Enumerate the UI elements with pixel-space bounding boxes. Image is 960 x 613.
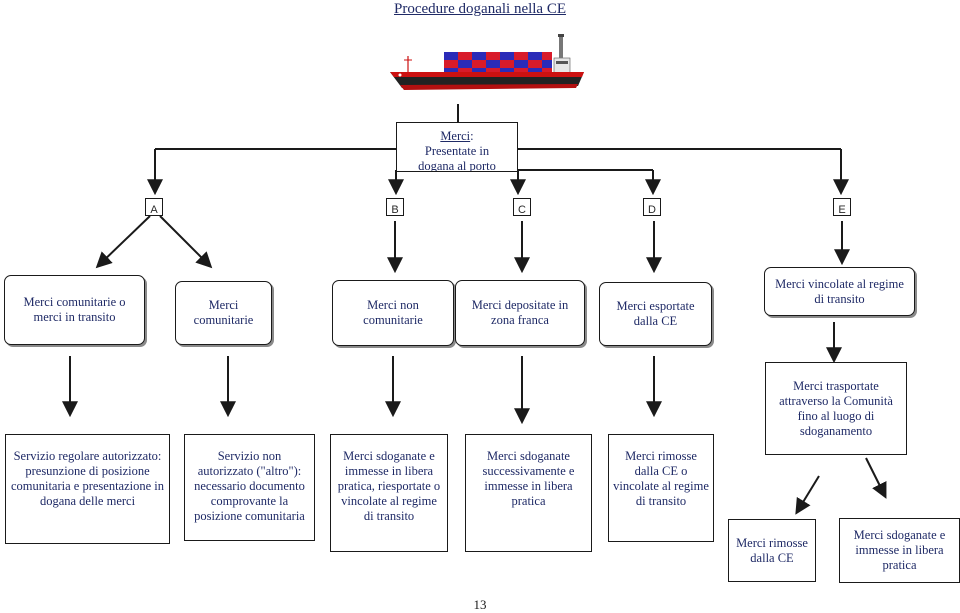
node-d-merci-esportate: Merci esportate dalla CE	[599, 282, 712, 346]
letter-box-e: E	[833, 198, 851, 216]
node-e-merci-trasportate: Merci trasportate attraverso la Comunità…	[765, 362, 907, 455]
node-b-merci-sdoganate: Merci sdoganate e immesse in libera prat…	[330, 434, 448, 552]
merci-link[interactable]: Merci	[440, 129, 471, 143]
page-title: Procedure doganali nella CE	[393, 1, 567, 17]
merci-colon: :	[470, 129, 474, 143]
cargo-ship-icon	[390, 34, 584, 90]
node-a-right-servizio-non-autorizzato: Servizio non autorizzato ("altro"): nece…	[184, 434, 315, 541]
letter-box-a: A	[145, 198, 163, 216]
letter-box-c: C	[513, 198, 531, 216]
page-number: 13	[473, 597, 487, 612]
node-a-right-merci-comunitarie: Merci comunitarie	[175, 281, 272, 345]
node-e-merci-regime-transito: Merci vincolate al regime di transito	[764, 267, 915, 316]
letter-box-d: D	[643, 198, 661, 216]
node-d-merci-rimosse: Merci rimosse dalla CE o vincolate al re…	[608, 434, 714, 542]
node-b-merci-non-comunitarie: Merci non comunitarie	[332, 280, 454, 346]
letter-box-b: B	[386, 198, 404, 216]
node-e-left-merci-rimosse: Merci rimosse dalla CE	[728, 519, 816, 582]
root-node-merci: Merci: Presentate in dogana al porto	[396, 122, 518, 172]
node-a-left-merci-comunitarie-o-transito: Merci comunitarie o merci in transito	[4, 275, 145, 345]
root-line1: Presentate in	[424, 144, 490, 158]
node-a-left-servizio-regolare: Servizio regolare autorizzato: presunzio…	[5, 434, 170, 544]
node-c-merci-sdoganate-successivamente: Merci sdoganate successivamente e immess…	[465, 434, 592, 552]
node-e-right-merci-sdoganate: Merci sdoganate e immesse in libera prat…	[839, 518, 960, 583]
node-c-merci-zona-franca: Merci depositate in zona franca	[455, 280, 585, 346]
root-line2: dogana al porto	[418, 159, 496, 172]
